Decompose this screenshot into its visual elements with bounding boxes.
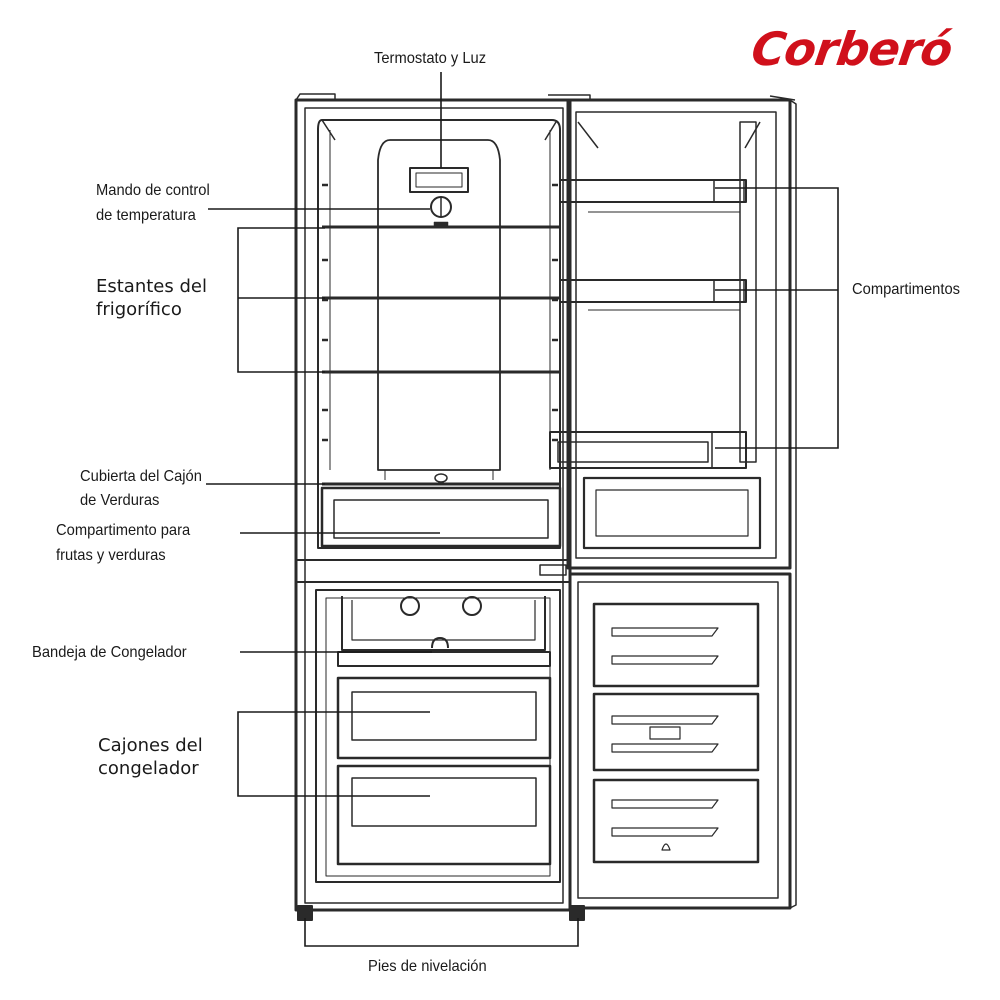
label-control-line1: Mando de control xyxy=(96,182,210,199)
brand-logo: Corberó xyxy=(748,22,956,76)
freezer-drawer-upper xyxy=(336,676,552,760)
fridge-shelves xyxy=(322,225,560,374)
freezer-tray xyxy=(337,596,551,667)
label-crisper-line1: Compartimento para xyxy=(56,522,191,539)
thermostat-light-display xyxy=(409,167,469,193)
fridge-cabinet xyxy=(294,93,572,912)
label-door-bins: Compartimentos xyxy=(852,281,960,298)
leader-lines xyxy=(206,72,839,947)
label-freezer-drawers-line2: congelador xyxy=(98,758,199,779)
fridge-door xyxy=(548,94,796,570)
door-bin-1 xyxy=(559,179,747,213)
crisper-drawer xyxy=(320,486,562,548)
freezer-door xyxy=(568,572,792,910)
label-leveling-feet: Pies de nivelación xyxy=(368,958,487,975)
label-crisper-cover-line1: Cubierta del Cajón xyxy=(80,468,202,485)
leader-door-bins-bracket xyxy=(715,187,839,449)
label-shelves-line2: frigorífico xyxy=(96,299,182,320)
freezer-door-panel-3 xyxy=(592,778,760,864)
freezer-drawer-lower xyxy=(336,764,552,866)
label-control-line2: de temperatura xyxy=(96,207,196,224)
freezer-door-panel-1 xyxy=(592,602,760,688)
crisper-cover xyxy=(322,473,560,486)
fridge-interior xyxy=(317,119,561,549)
label-thermostat: Termostato y Luz xyxy=(374,50,487,67)
freezer-door-panel-2 xyxy=(592,692,760,772)
leader-leveling-feet xyxy=(304,918,579,947)
leader-shelves-bracket xyxy=(237,227,325,373)
leader-freezer-drawers xyxy=(237,711,430,797)
label-shelves-line1: Estantes del xyxy=(96,276,207,297)
door-bin-3 xyxy=(549,431,747,469)
door-hinge-strip xyxy=(789,99,797,909)
label-freezer-drawers-line1: Cajones del xyxy=(98,735,203,756)
door-bottom-bin xyxy=(582,476,762,550)
label-freezer-tray: Bandeja de Congelador xyxy=(32,644,187,661)
label-crisper-line2: frutas y verduras xyxy=(56,547,166,564)
air-duct xyxy=(377,139,501,480)
door-bin-2 xyxy=(559,279,747,311)
label-crisper-cover-line2: de Verduras xyxy=(80,492,160,509)
